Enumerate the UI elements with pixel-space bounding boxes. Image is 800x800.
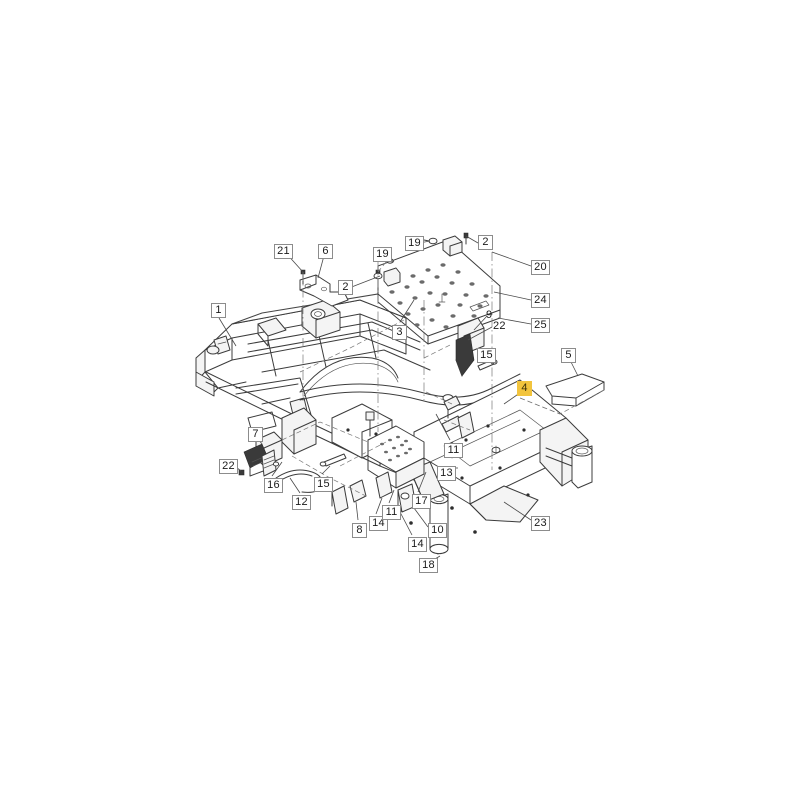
part-7-pedal-assembly [238,431,283,477]
part-callout-16[interactable]: 16 [264,478,283,493]
part-callout-18[interactable]: 18 [419,558,438,573]
part-callout-7[interactable]: 7 [248,427,263,442]
part-callout-10[interactable]: 10 [428,523,447,538]
part-5-cover-tray [519,373,605,415]
part-callout-2[interactable]: 2 [478,235,493,250]
part-callout-19[interactable]: 19 [405,236,424,251]
part-callout-22[interactable]: 22 [493,320,506,332]
plate-fasteners [373,232,469,287]
part-callout-24[interactable]: 24 [531,293,550,308]
part-callout-25[interactable]: 25 [531,318,550,333]
part-callout-21[interactable]: 21 [274,244,293,259]
rear-tower-bracket [257,299,341,347]
part-callout-13[interactable]: 13 [437,466,456,481]
part-callout-6[interactable]: 6 [318,244,333,259]
part-callout-17[interactable]: 17 [412,494,431,509]
part-callout-5[interactable]: 5 [561,348,576,363]
part-callout-11[interactable]: 11 [444,443,463,458]
part-callout-14[interactable]: 14 [408,537,427,552]
part-callout-19[interactable]: 19 [373,247,392,262]
part-callout-1[interactable]: 1 [211,303,226,318]
center-lines [302,252,493,470]
part-callout-15[interactable]: 15 [314,477,333,492]
part-callout-4[interactable]: 4 [517,381,532,396]
part-callout-15[interactable]: 15 [477,348,496,363]
part-callout-2[interactable]: 2 [338,280,353,295]
part-6-bracket [299,269,349,307]
part-callout-3[interactable]: 3 [392,325,407,340]
part-callout-11[interactable]: 11 [382,505,401,520]
part-callout-8[interactable]: 8 [352,523,367,538]
part-callout-20[interactable]: 20 [531,260,550,275]
part-callout-23[interactable]: 23 [531,516,550,531]
center-lower-frame [205,371,425,515]
part-callout-12[interactable]: 12 [292,495,311,510]
part-3-perforated-footplate [377,239,501,345]
part-callout-22[interactable]: 22 [219,459,238,474]
part-callout-9[interactable]: 9 [486,309,493,321]
part-9-wedge [455,317,485,377]
